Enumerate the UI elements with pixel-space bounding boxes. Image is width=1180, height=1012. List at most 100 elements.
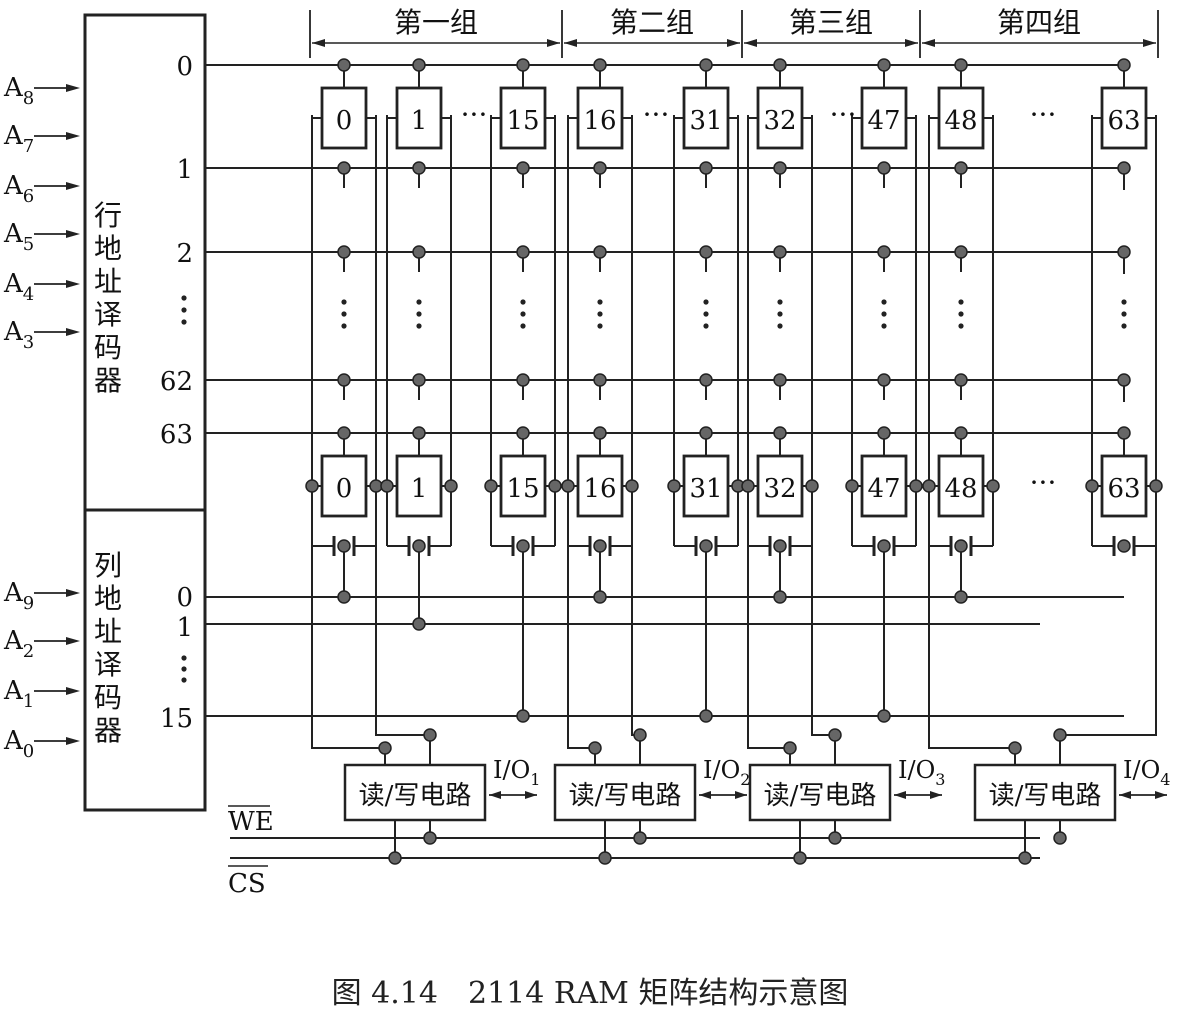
group-label: 第一组 — [394, 6, 478, 39]
memory-cell-box — [682, 454, 730, 518]
bit-line-junction — [741, 479, 755, 493]
row-ellipsis — [703, 299, 709, 305]
we-junction — [633, 831, 647, 845]
row-line-junction — [954, 426, 968, 440]
column-address-input-label: A1 — [3, 676, 34, 712]
row-line-junction — [1117, 373, 1131, 387]
memory-cell-number: 1 — [411, 474, 428, 504]
transistor-gate-junction — [1117, 539, 1131, 553]
bit-line-junction — [380, 479, 394, 493]
io-arrow-head — [699, 791, 711, 799]
row-decoder-title-char: 译 — [94, 298, 122, 331]
row-line-junction — [337, 161, 351, 175]
data-bus-line — [747, 546, 791, 765]
row-ellipsis — [777, 299, 783, 305]
row-line-junction — [773, 245, 787, 259]
bit-line-junction — [986, 479, 1000, 493]
data-bus-line — [1059, 546, 1157, 765]
memory-cell-number: 15 — [506, 106, 539, 136]
column-decoder-title-char: 码 — [94, 681, 122, 714]
row-line-junction — [412, 58, 426, 72]
row-line-junction — [954, 245, 968, 259]
row-line-junction — [593, 426, 607, 440]
data-bus-line — [928, 546, 1016, 765]
memory-cell-number: 15 — [506, 474, 539, 504]
memory-cell-number: 16 — [583, 474, 616, 504]
data-bus-junction — [378, 741, 392, 755]
group-span-arrow-head — [905, 39, 918, 47]
row-address-input-arrow-head — [66, 132, 80, 140]
io-arrow-head — [1155, 791, 1167, 799]
memory-cell-number: 47 — [867, 474, 900, 504]
row-line-junction — [412, 245, 426, 259]
row-address-input-arrow-head — [66, 182, 80, 190]
row-ellipsis — [958, 299, 964, 305]
row-decoder-title-char: 行 — [94, 199, 122, 232]
group-span-arrow-head — [1143, 39, 1156, 47]
memory-cell-box — [682, 86, 730, 150]
row-decoder-title-char: 器 — [94, 364, 122, 397]
group-span-arrow-head — [727, 39, 740, 47]
memory-cell-box — [1100, 86, 1148, 150]
memory-cell-box — [756, 86, 804, 150]
row-ellipsis — [1121, 311, 1127, 317]
memory-cell-number: 48 — [944, 106, 977, 136]
column-select-junction — [516, 709, 530, 723]
memory-cell-box — [576, 454, 624, 518]
row-line-junction — [877, 426, 891, 440]
column-address-input-arrow-head — [66, 737, 80, 745]
column-output-label: 15 — [160, 704, 193, 734]
memory-cell-number: 0 — [336, 474, 353, 504]
row-address-input-arrow-head — [66, 84, 80, 92]
cs-junction — [388, 851, 402, 865]
group-span-arrow-head — [922, 39, 935, 47]
io-label: I/O4 — [1123, 756, 1170, 789]
bit-line-junction — [561, 479, 575, 493]
memory-cell-box — [1100, 454, 1148, 518]
column-select-junction — [773, 590, 787, 604]
memory-cell-number: 0 — [336, 106, 353, 136]
group-span-arrow-head — [312, 39, 325, 47]
row-ellipsis — [958, 311, 964, 317]
row-line-junction — [877, 161, 891, 175]
group-span-arrow-head — [744, 39, 757, 47]
memory-cell-number: 1 — [411, 106, 428, 136]
memory-cell-number: 63 — [1107, 106, 1140, 136]
row-ellipsis — [703, 311, 709, 317]
memory-cell-number: 48 — [944, 474, 977, 504]
cell-ellipsis: ··· — [830, 98, 857, 131]
row-address-input-label: A4 — [3, 269, 34, 305]
column-address-input-arrow-head — [66, 637, 80, 645]
row-output-label: 2 — [176, 239, 193, 269]
row-output-label: 63 — [160, 420, 193, 450]
column-output-ellipsis — [181, 655, 187, 661]
cs-label: CS — [228, 869, 266, 899]
group-label: 第四组 — [997, 6, 1081, 39]
memory-cell-number: 32 — [763, 474, 796, 504]
io-arrow-head — [489, 791, 501, 799]
read-write-circuit-label: 读/写电路 — [989, 781, 1102, 811]
io-arrow-head — [1119, 791, 1131, 799]
row-ellipsis — [881, 299, 887, 305]
bit-line-junction — [805, 479, 819, 493]
row-decoder-title-char: 址 — [94, 265, 122, 298]
row-ellipsis — [881, 323, 887, 329]
bit-line-junction — [625, 479, 639, 493]
row-line-junction — [699, 161, 713, 175]
read-write-circuit-label: 读/写电路 — [359, 781, 472, 811]
row-ellipsis — [1121, 323, 1127, 329]
row-line-junction — [412, 426, 426, 440]
row-line-junction — [593, 245, 607, 259]
column-output-label: 1 — [176, 613, 193, 643]
row-line-junction — [337, 245, 351, 259]
figure-caption: 图 4.14 2114 RAM 矩阵结构示意图 — [331, 976, 849, 1011]
io-arrow-head — [525, 791, 537, 799]
bit-line-junction — [922, 479, 936, 493]
memory-cell-box — [395, 454, 443, 518]
memory-cell-number: 47 — [867, 106, 900, 136]
memory-cell-box — [756, 454, 804, 518]
bit-line-junction — [845, 479, 859, 493]
data-bus-line — [311, 546, 386, 765]
row-line-junction — [699, 426, 713, 440]
row-line-junction — [1117, 58, 1131, 72]
